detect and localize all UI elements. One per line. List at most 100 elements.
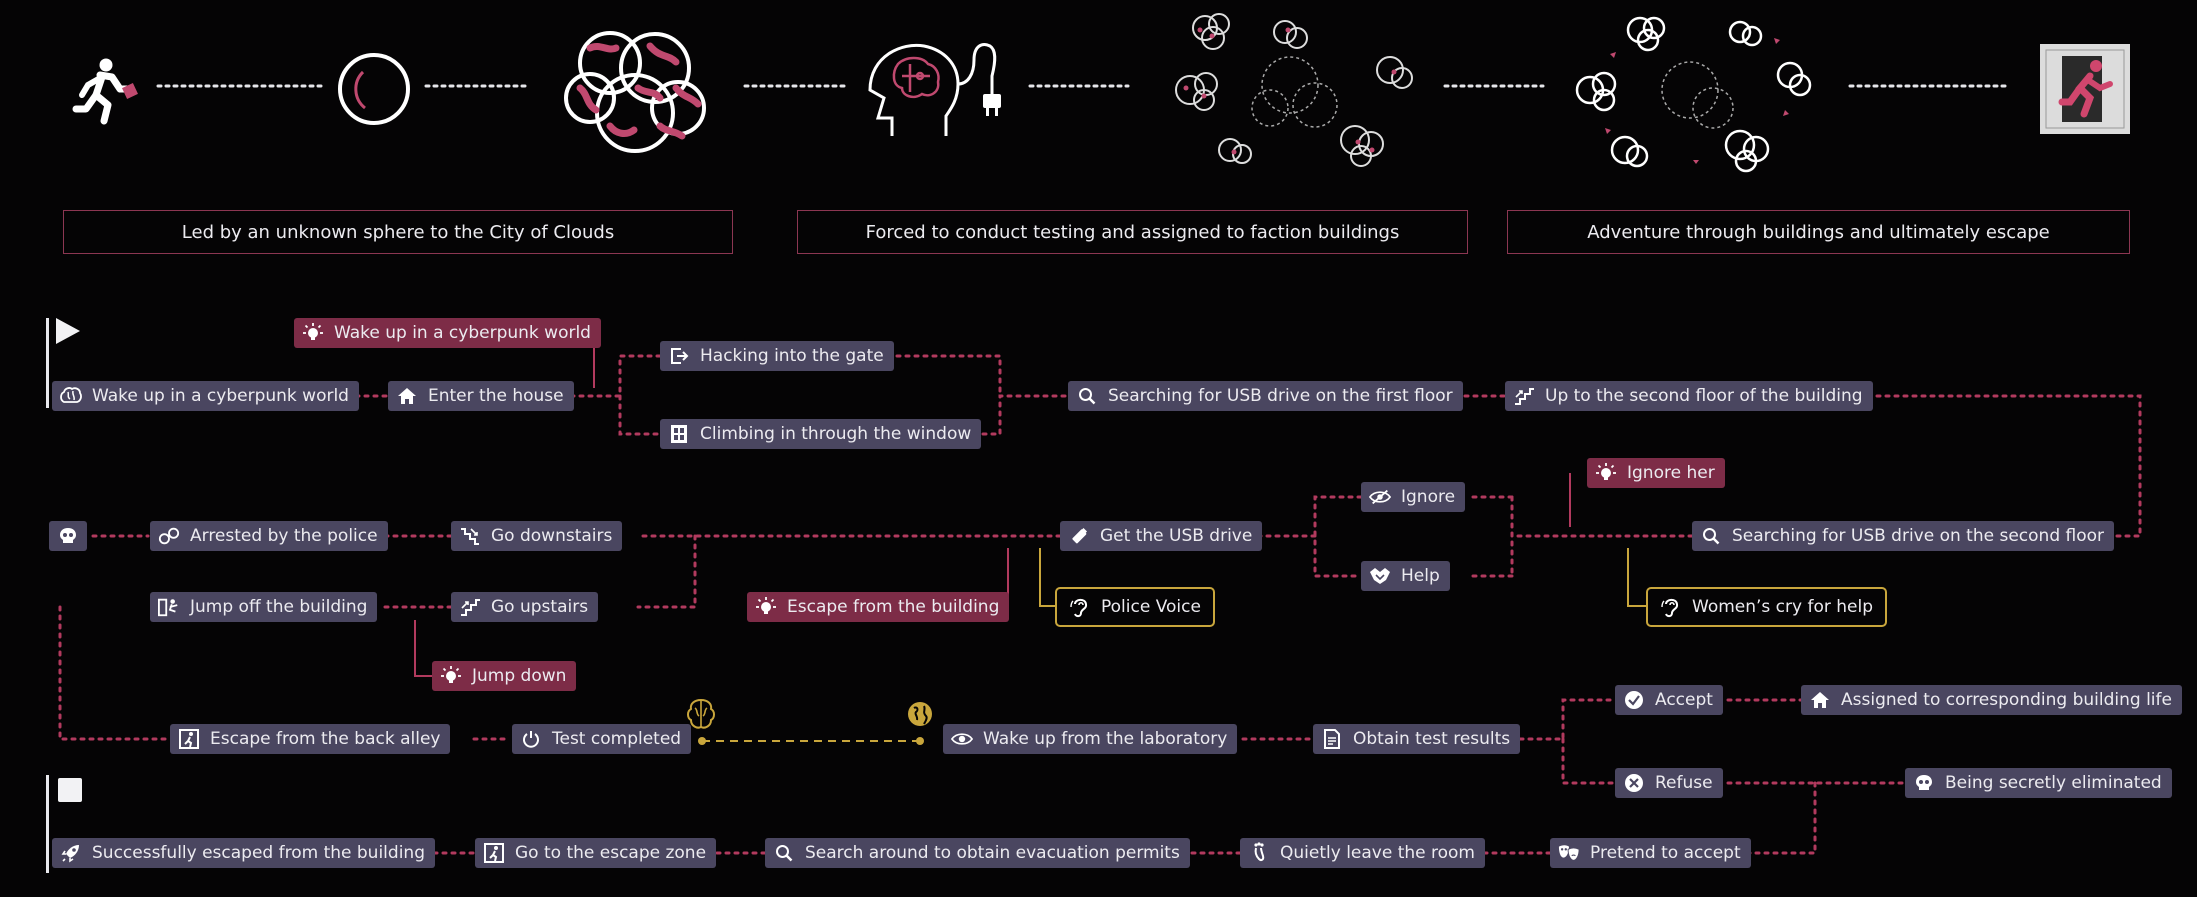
search-icon: [1700, 525, 1722, 547]
node-label: Ignore her: [1627, 463, 1715, 483]
node-up-second-floor: Up to the second floor of the building: [1505, 381, 1873, 411]
usb-drive-icon: [1068, 525, 1090, 547]
ending-skull-1: [49, 521, 87, 551]
footprint-icon: [1248, 842, 1270, 864]
search-icon: [773, 842, 795, 864]
stop-icon: [58, 778, 82, 802]
node-successfully-escaped: Successfully escaped from the building: [52, 838, 435, 868]
handcuffs-icon: [158, 525, 180, 547]
node-escape-zone: Go to the escape zone: [475, 838, 717, 868]
globe-icon: [908, 702, 932, 726]
ear-icon: [1069, 596, 1091, 618]
event-wake-up: Wake up in a cyberpunk world: [294, 318, 601, 348]
sound-police-voice: Police Voice: [1055, 587, 1215, 627]
check-circle-icon: [1623, 689, 1645, 711]
node-go-upstairs: Go upstairs: [451, 592, 599, 622]
node-label: Successfully escaped from the building: [92, 843, 425, 863]
node-help: Help: [1361, 561, 1450, 591]
node-search-second-floor: Searching for USB drive on the second fl…: [1692, 521, 2115, 551]
node-label: Help: [1401, 566, 1440, 586]
exit-door-icon: [178, 728, 200, 750]
eye-slash-icon: [1369, 486, 1391, 508]
play-icon: [56, 318, 80, 344]
brain-icon: [60, 385, 82, 407]
node-label: Accept: [1655, 690, 1713, 710]
node-label: Ignore: [1401, 487, 1456, 507]
node-label: Hacking into the gate: [700, 346, 884, 366]
node-hacking-gate: Hacking into the gate: [660, 341, 894, 371]
node-label: Search around to obtain evacuation permi…: [805, 843, 1180, 863]
stage-2-box: Forced to conduct testing and assigned t…: [797, 210, 1468, 254]
node-label: Refuse: [1655, 773, 1713, 793]
node-label: Escape from the building: [787, 597, 1000, 617]
stairs-up-icon: [459, 596, 481, 618]
power-icon: [520, 728, 542, 750]
sound-womens-cry: Women’s cry for help: [1646, 587, 1887, 627]
node-label: Wake up in a cyberpunk world: [334, 323, 591, 343]
end-marker-line: [46, 775, 49, 873]
skull-icon: [57, 525, 79, 547]
node-label: Women’s cry for help: [1692, 597, 1873, 617]
stage-3-box: Adventure through buildings and ultimate…: [1507, 210, 2130, 254]
ear-icon: [1660, 596, 1682, 618]
document-icon: [1321, 728, 1343, 750]
brain-plug-icon: [868, 43, 1001, 136]
node-ignore: Ignore: [1361, 482, 1466, 512]
event-jump-down: Jump down: [432, 661, 577, 691]
running-person-icon: [72, 58, 138, 125]
stage-3-label: Adventure through buildings and ultimate…: [1587, 221, 2050, 243]
node-label: Escape from the back alley: [210, 729, 441, 749]
node-escape-back-alley: Escape from the back alley: [170, 724, 451, 754]
node-get-usb: Get the USB drive: [1060, 521, 1263, 551]
node-label: Up to the second floor of the building: [1545, 386, 1863, 406]
node-test-completed: Test completed: [512, 724, 692, 754]
event-ignore-her: Ignore her: [1587, 458, 1725, 488]
sphere-icon: [338, 53, 410, 125]
node-label: Searching for USB drive on the second fl…: [1732, 526, 2105, 546]
node-wake-up: Wake up in a cyberpunk world: [52, 381, 359, 411]
exit-sign-icon: [2040, 44, 2130, 134]
exit-door-icon: [483, 842, 505, 864]
jump-off-icon: [158, 596, 180, 618]
node-label: Being secretly eliminated: [1945, 773, 2162, 793]
node-label: Go upstairs: [491, 597, 589, 617]
window-icon: [668, 423, 690, 445]
cloud-cycle-icon: [1575, 16, 1812, 173]
node-label: Arrested by the police: [190, 526, 378, 546]
node-go-downstairs: Go downstairs: [451, 521, 623, 551]
eye-icon: [951, 728, 973, 750]
stage-1-label: Led by an unknown sphere to the City of …: [181, 221, 615, 243]
theater-masks-icon: [1558, 842, 1580, 864]
node-label: Wake up in a cyberpunk world: [92, 386, 349, 406]
node-label: Enter the house: [428, 386, 564, 406]
handshake-icon: [1369, 565, 1391, 587]
home-icon: [396, 385, 418, 407]
node-label: Jump off the building: [190, 597, 368, 617]
node-wake-up-lab: Wake up from the laboratory: [943, 724, 1238, 754]
stage-2-label: Forced to conduct testing and assigned t…: [865, 221, 1400, 243]
node-obtain-results: Obtain test results: [1313, 724, 1521, 754]
node-accept: Accept: [1615, 685, 1723, 715]
node-jump-off: Jump off the building: [150, 592, 378, 622]
lightbulb-icon: [302, 322, 324, 344]
node-label: Obtain test results: [1353, 729, 1511, 749]
brain-icon: [687, 698, 715, 729]
gate-exit-icon: [668, 345, 690, 367]
rocket-icon: [60, 842, 82, 864]
home-icon: [1809, 689, 1831, 711]
node-arrested: Arrested by the police: [150, 521, 388, 551]
node-label: Assigned to corresponding building life: [1841, 690, 2172, 710]
search-icon: [1076, 385, 1098, 407]
node-climbing-window: Climbing in through the window: [660, 419, 982, 449]
node-pretend-accept: Pretend to accept: [1550, 838, 1751, 868]
node-label: Get the USB drive: [1100, 526, 1253, 546]
node-search-first-floor: Searching for USB drive on the first flo…: [1068, 381, 1463, 411]
node-label: Searching for USB drive on the first flo…: [1108, 386, 1453, 406]
node-assigned-building: Assigned to corresponding building life: [1801, 685, 2182, 715]
node-label: Quietly leave the room: [1280, 843, 1475, 863]
lightbulb-icon: [440, 665, 462, 687]
x-circle-icon: [1623, 772, 1645, 794]
lightbulb-icon: [755, 596, 777, 618]
